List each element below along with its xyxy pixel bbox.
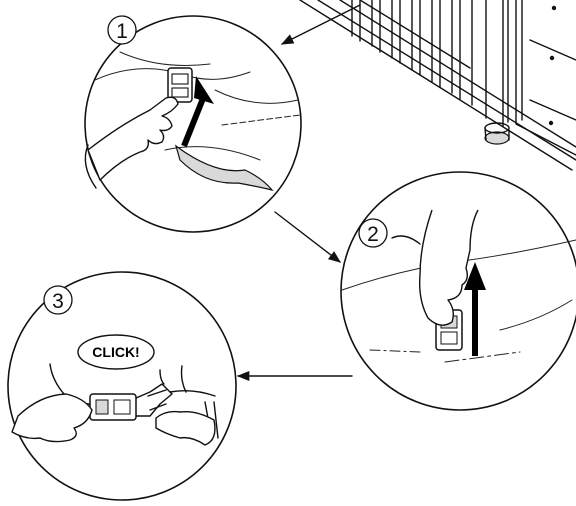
crib-icon bbox=[300, 0, 576, 170]
click-callout: CLICK! bbox=[92, 344, 139, 360]
step-3-number: 3 bbox=[52, 290, 64, 313]
step-1-panel: 1 bbox=[85, 16, 301, 232]
step-3-panel: CLICK! 3 bbox=[8, 272, 236, 500]
step-2-number: 2 bbox=[367, 223, 379, 246]
pointer-arrow-icon bbox=[282, 5, 360, 44]
pointer-arrow-icon bbox=[275, 212, 340, 262]
step-2-panel: 2 bbox=[341, 172, 576, 410]
step-1-number: 1 bbox=[116, 20, 128, 43]
